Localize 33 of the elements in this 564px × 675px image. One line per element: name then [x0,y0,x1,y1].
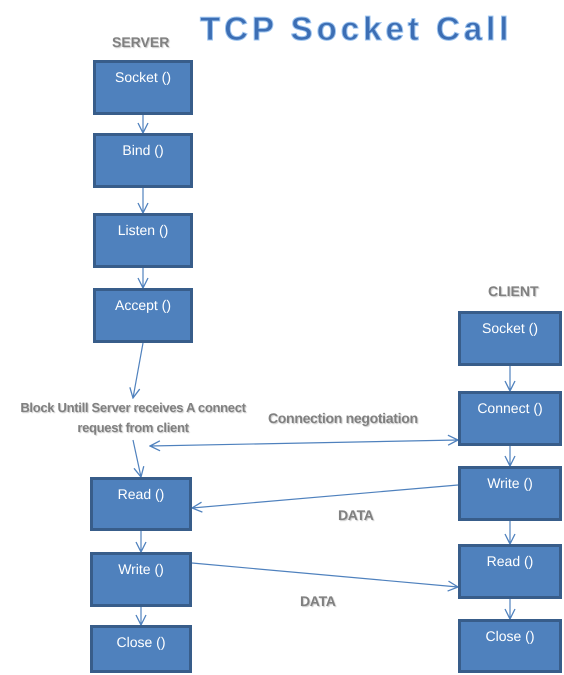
process-box: Read () [90,477,192,531]
column-heading: CLIENT [488,283,539,299]
note-text: Block Untill Server receives A connect request from client [8,398,258,440]
arrow [129,342,144,399]
arrow [504,599,516,620]
arrow [504,446,516,467]
process-box: Close () [90,625,192,673]
arrow [137,115,149,134]
process-box: Accept () [93,288,193,343]
arrow [192,562,459,592]
process-box: Read () [458,544,562,599]
column-heading: SERVER [112,34,170,50]
process-box: Write () [458,466,562,521]
process-box: Write () [90,552,192,607]
process-box: Socket () [458,311,562,366]
arrow [137,188,149,214]
title: TCP Socket Call [200,10,512,48]
arrow [135,607,147,626]
process-box: Listen () [93,213,193,268]
edge-label: DATA [300,593,336,609]
edge-label: DATA [338,507,374,523]
edge-label: Connection negotiation [268,410,418,426]
arrow [191,484,458,513]
arrow [135,531,147,553]
arrow [149,434,459,452]
process-box: Connect () [458,391,562,446]
process-box: Close () [458,619,562,673]
arrow [132,440,144,478]
process-box: Socket () [93,60,193,115]
arrow [504,366,516,392]
arrow [504,521,516,545]
process-box: Bind () [93,133,193,188]
arrow [137,268,149,289]
